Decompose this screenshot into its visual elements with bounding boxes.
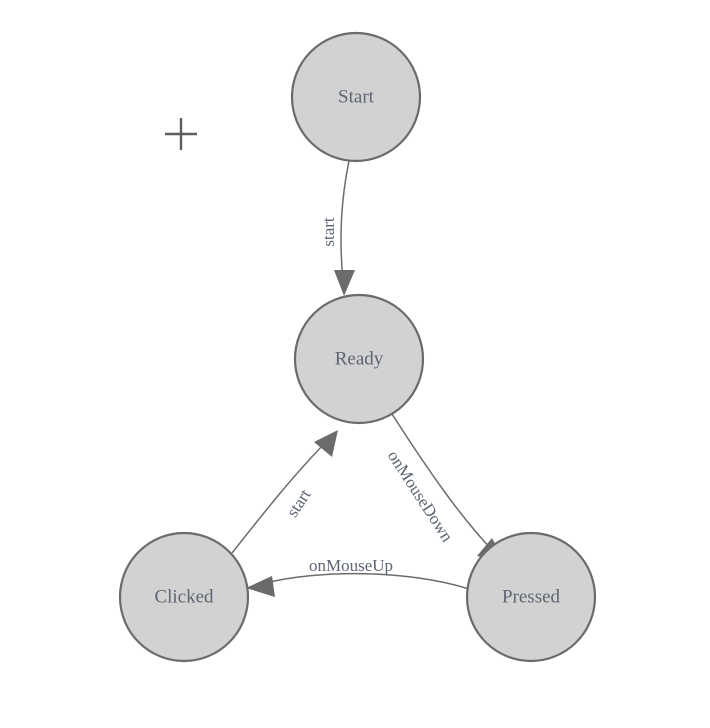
node-pressed[interactable]: Pressed <box>465 531 597 663</box>
node-ready-label: Ready <box>335 348 384 369</box>
arrowhead-start-ready <box>334 270 355 296</box>
edge-pressed-clicked[interactable] <box>246 572 470 597</box>
edge-label-start-ready: start <box>319 217 338 247</box>
edge-path-ready-pressed <box>391 413 494 552</box>
node-start-circle <box>290 31 422 163</box>
edge-label-pressed-clicked: onMouseUp <box>309 556 393 575</box>
edge-path-start-ready <box>340 160 350 281</box>
edge-label-ready-pressed: onMouseDown <box>384 447 457 546</box>
edge-clicked-ready[interactable] <box>231 430 338 554</box>
edge-label-clicked-ready: start <box>283 485 315 520</box>
node-ready[interactable]: Ready <box>293 293 425 425</box>
plus-marker <box>165 118 197 150</box>
node-start-label: Start <box>338 86 375 107</box>
edge-start-ready[interactable] <box>334 160 355 296</box>
node-pressed-label: Pressed <box>502 586 561 607</box>
edge-path-pressed-clicked <box>261 572 470 590</box>
node-ready-circle <box>293 293 425 425</box>
edge-path-clicked-ready <box>231 442 326 554</box>
arrowhead-pressed-clicked <box>246 576 275 597</box>
arrowhead-clicked-ready <box>314 430 338 457</box>
node-pressed-circle <box>465 531 597 663</box>
node-clicked-label: Clicked <box>154 586 214 607</box>
node-start[interactable]: Start <box>290 31 422 163</box>
node-clicked[interactable]: Clicked <box>118 531 250 663</box>
node-clicked-circle <box>118 531 250 663</box>
